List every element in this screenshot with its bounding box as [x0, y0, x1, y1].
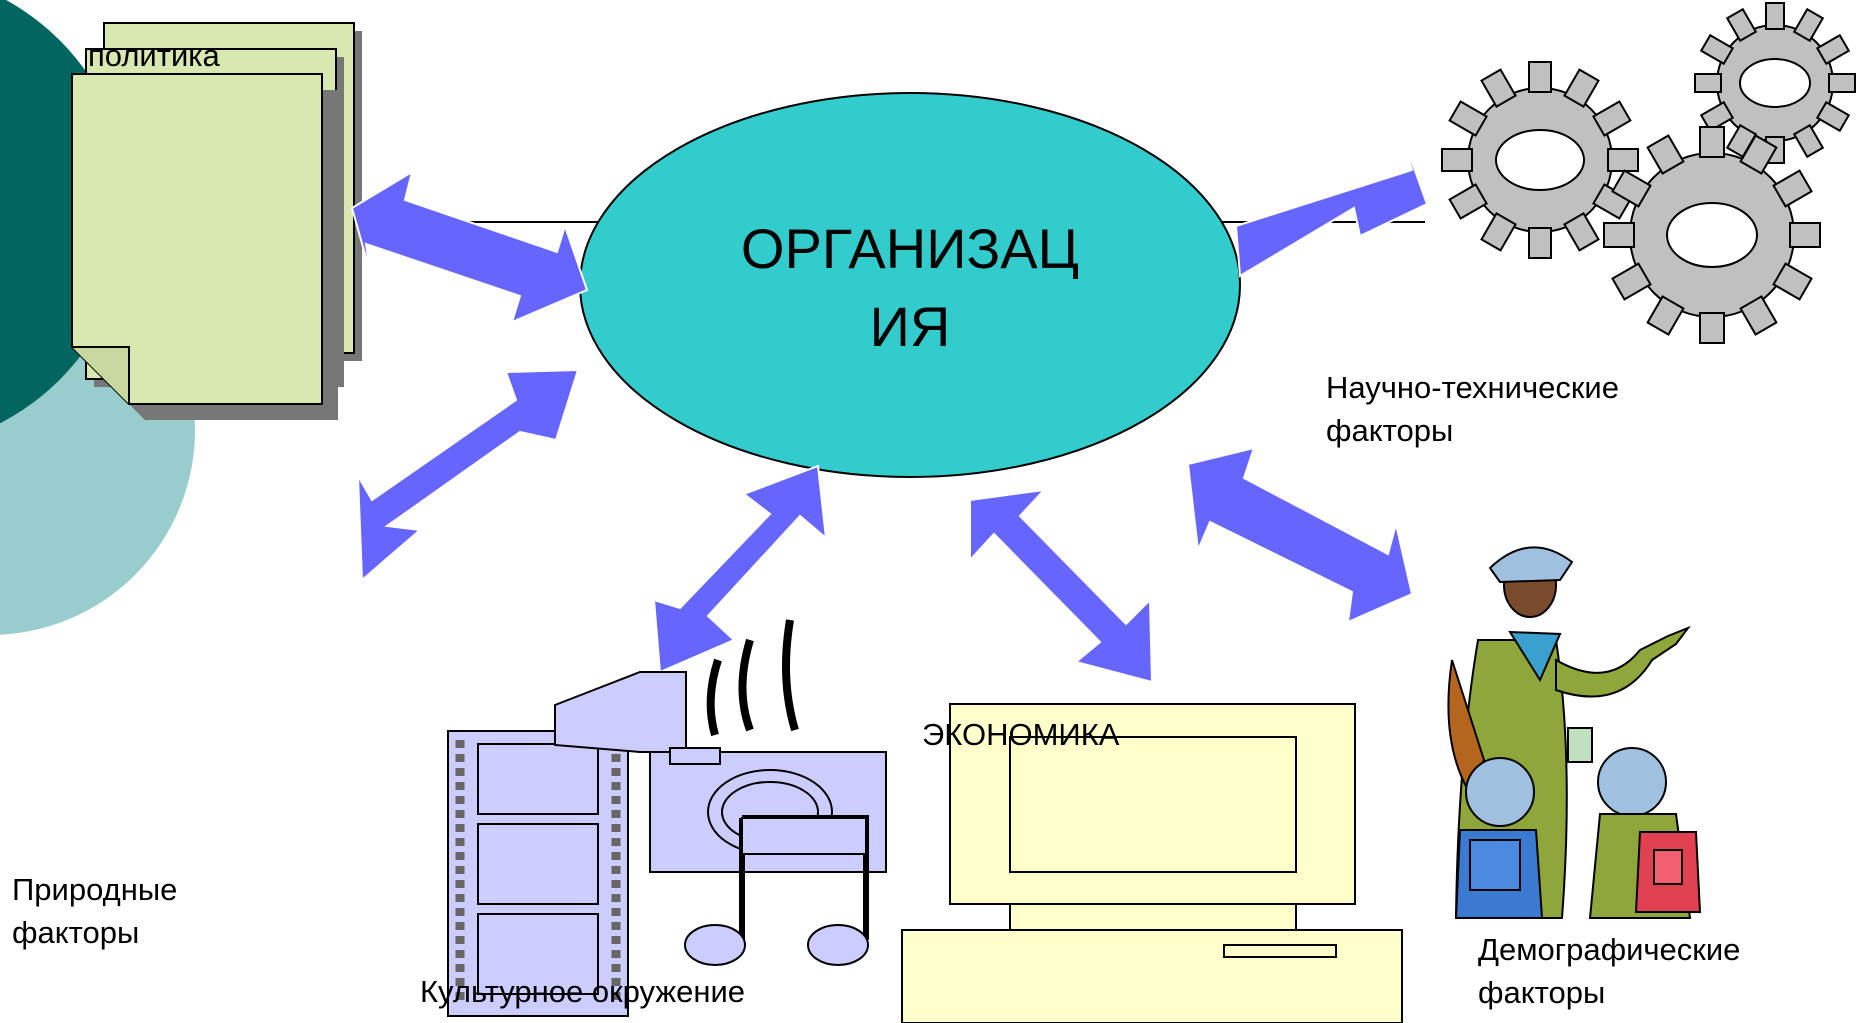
organization-label-line1: ОРГАНИЗАЦ	[740, 217, 1080, 280]
arrow-scitech	[1234, 133, 1429, 278]
arrow-demographic	[1186, 446, 1414, 624]
scitech-label: Научно-технические факторы	[1326, 366, 1619, 452]
people-icon	[1447, 546, 1702, 919]
organization-label: ОРГАНИЗАЦ ИЯ	[640, 210, 1180, 366]
scitech-label-line1: Научно-технические	[1326, 370, 1619, 405]
organization-label-line2: ИЯ	[869, 295, 951, 358]
monitor-screen	[1009, 736, 1297, 873]
documents-icon	[71, 22, 362, 420]
arrows	[350, 133, 1429, 684]
culture-label: Культурное окружение	[420, 974, 746, 1009]
demographic-label-line2: факторы	[1478, 975, 1606, 1010]
natural-label: Природные факторы	[12, 868, 177, 954]
arrow-natural	[357, 368, 580, 583]
demographic-label: Демографические факторы	[1478, 928, 1740, 1014]
economy-label: ЭКОНОМИКА	[922, 717, 1120, 752]
computer-base	[901, 929, 1403, 1023]
politics-label: политика	[88, 38, 220, 73]
computer-icon	[901, 703, 1403, 1023]
natural-label-line1: Природные	[12, 872, 178, 907]
arrow-economy	[969, 488, 1154, 684]
culture-icon	[447, 619, 887, 1017]
arrow-culture	[652, 464, 828, 674]
scitech-label-line2: факторы	[1326, 413, 1454, 448]
natural-label-line2: факторы	[12, 915, 140, 950]
demographic-label-line1: Демографические	[1478, 932, 1741, 967]
arrow-politics	[350, 169, 589, 324]
gears-icon	[1441, 2, 1856, 344]
